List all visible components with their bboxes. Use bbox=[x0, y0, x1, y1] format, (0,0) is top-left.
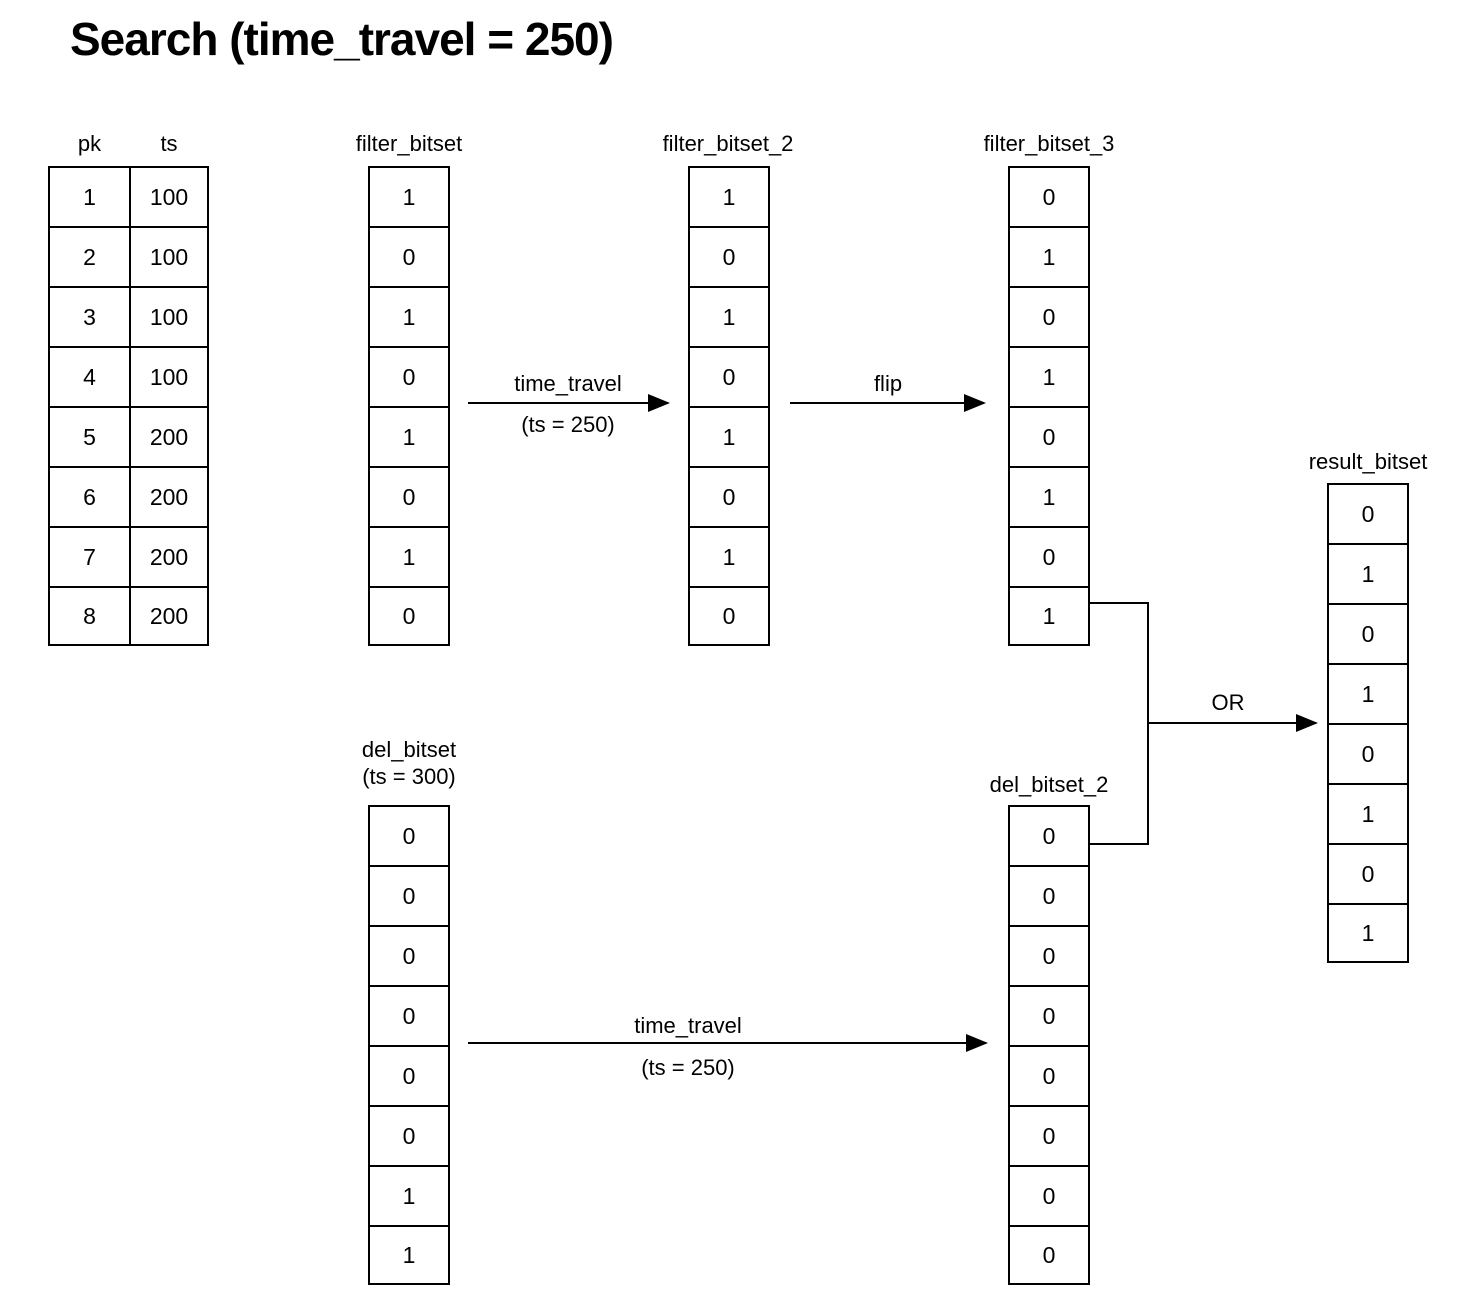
table-header-ts: ts bbox=[160, 131, 178, 156]
filter-bitset-2-label: filter_bitset_2 bbox=[662, 131, 794, 156]
bit-cell: 0 bbox=[1010, 867, 1088, 927]
or-arrow-label: OR bbox=[1211, 690, 1245, 715]
bit-cell: 0 bbox=[370, 1047, 448, 1107]
bit-cell: 0 bbox=[1010, 408, 1088, 468]
bit-cell: 1 bbox=[1329, 785, 1407, 845]
bit-cell: 1 bbox=[690, 408, 768, 468]
bit-cell: 0 bbox=[690, 348, 768, 408]
bit-cell: 0 bbox=[1010, 927, 1088, 987]
table-cell: 200 bbox=[131, 408, 207, 468]
del-bitset-column: 0 0 0 0 0 0 1 1 bbox=[368, 805, 450, 1285]
table-cell: 100 bbox=[131, 228, 207, 288]
data-table: 1 2 3 4 5 6 7 8 100 100 100 100 200 200 … bbox=[48, 166, 209, 646]
bit-cell: 0 bbox=[1010, 288, 1088, 348]
filter-bitset-column: 1 0 1 0 1 0 1 0 bbox=[368, 166, 450, 646]
table-cell: 100 bbox=[131, 348, 207, 408]
bit-cell: 0 bbox=[1010, 807, 1088, 867]
bit-cell: 0 bbox=[1010, 168, 1088, 228]
bit-cell: 0 bbox=[690, 228, 768, 288]
table-header-pk: pk bbox=[77, 131, 102, 156]
bit-cell: 1 bbox=[370, 1167, 448, 1227]
table-cell: 8 bbox=[83, 602, 96, 629]
bit-cell: 1 bbox=[690, 528, 768, 588]
time-travel-top-arrow-label: time_travel bbox=[514, 371, 622, 396]
bit-cell: 0 bbox=[1329, 845, 1407, 905]
table-cell: 2 bbox=[50, 228, 129, 288]
flip-arrow-label: flip bbox=[873, 371, 903, 396]
bit-cell: 1 bbox=[402, 1241, 416, 1268]
time-travel-bottom-arrow-label: time_travel bbox=[634, 1013, 742, 1038]
table-cell: 1 bbox=[50, 168, 129, 228]
page-title: Search (time_travel = 250) bbox=[70, 13, 614, 65]
bit-cell: 1 bbox=[1042, 602, 1056, 629]
table-cell: 5 bbox=[50, 408, 129, 468]
bit-cell: 1 bbox=[1329, 545, 1407, 605]
filter-bitset-3-label: filter_bitset_3 bbox=[983, 131, 1115, 156]
bit-cell: 0 bbox=[1329, 485, 1407, 545]
table-cell: 100 bbox=[131, 168, 207, 228]
table-cell: 3 bbox=[50, 288, 129, 348]
bit-cell: 0 bbox=[1010, 1047, 1088, 1107]
result-bitset-column: 0 1 0 1 0 1 0 1 bbox=[1327, 483, 1409, 963]
bit-cell: 0 bbox=[370, 348, 448, 408]
bit-cell: 0 bbox=[1010, 987, 1088, 1047]
bit-cell: 1 bbox=[370, 288, 448, 348]
bit-cell: 1 bbox=[370, 528, 448, 588]
bit-cell: 1 bbox=[370, 168, 448, 228]
result-bitset-label: result_bitset bbox=[1308, 449, 1428, 474]
bit-cell: 0 bbox=[1010, 528, 1088, 588]
filter-bitset-3-column: 0 1 0 1 0 1 0 1 bbox=[1008, 166, 1090, 646]
bit-cell: 1 bbox=[690, 288, 768, 348]
bit-cell: 0 bbox=[1042, 1241, 1056, 1268]
bit-cell: 0 bbox=[722, 602, 736, 629]
or-junction-connector bbox=[1090, 602, 1149, 845]
table-ts-column: 100 100 100 100 200 200 200 200 bbox=[129, 166, 209, 646]
filter-bitset-2-column: 1 0 1 0 1 0 1 0 bbox=[688, 166, 770, 646]
bit-cell: 1 bbox=[690, 168, 768, 228]
table-cell: 7 bbox=[50, 528, 129, 588]
table-cell: 4 bbox=[50, 348, 129, 408]
bit-cell: 0 bbox=[690, 468, 768, 528]
del-bitset-sublabel: (ts = 300) bbox=[362, 764, 456, 789]
bit-cell: 0 bbox=[370, 228, 448, 288]
bit-cell: 0 bbox=[370, 987, 448, 1047]
bit-cell: 1 bbox=[1010, 468, 1088, 528]
bit-cell: 0 bbox=[1329, 605, 1407, 665]
bit-cell: 1 bbox=[1010, 228, 1088, 288]
bit-cell: 1 bbox=[370, 408, 448, 468]
bit-cell: 1 bbox=[1329, 665, 1407, 725]
bit-cell: 0 bbox=[1010, 1167, 1088, 1227]
filter-bitset-label: filter_bitset bbox=[355, 131, 463, 156]
bit-cell: 0 bbox=[1329, 725, 1407, 785]
time-travel-bottom-arrow-sublabel: (ts = 250) bbox=[641, 1055, 735, 1080]
del-bitset-2-label: del_bitset_2 bbox=[989, 772, 1109, 797]
table-cell: 6 bbox=[50, 468, 129, 528]
bit-cell: 0 bbox=[1010, 1107, 1088, 1167]
table-cell: 100 bbox=[131, 288, 207, 348]
bit-cell: 0 bbox=[370, 468, 448, 528]
del-bitset-2-column: 0 0 0 0 0 0 0 0 bbox=[1008, 805, 1090, 1285]
bit-cell: 0 bbox=[370, 927, 448, 987]
table-pk-column: 1 2 3 4 5 6 7 8 bbox=[48, 166, 131, 646]
bit-cell: 0 bbox=[402, 602, 416, 629]
bit-cell: 0 bbox=[370, 867, 448, 927]
bit-cell: 0 bbox=[370, 1107, 448, 1167]
bit-cell: 0 bbox=[370, 807, 448, 867]
bit-cell: 1 bbox=[1010, 348, 1088, 408]
del-bitset-label: del_bitset bbox=[361, 737, 457, 762]
table-cell: 200 bbox=[131, 468, 207, 528]
table-cell: 200 bbox=[149, 602, 189, 629]
time-travel-top-arrow-sublabel: (ts = 250) bbox=[521, 412, 615, 437]
bit-cell: 1 bbox=[1361, 919, 1375, 946]
table-cell: 200 bbox=[131, 528, 207, 588]
